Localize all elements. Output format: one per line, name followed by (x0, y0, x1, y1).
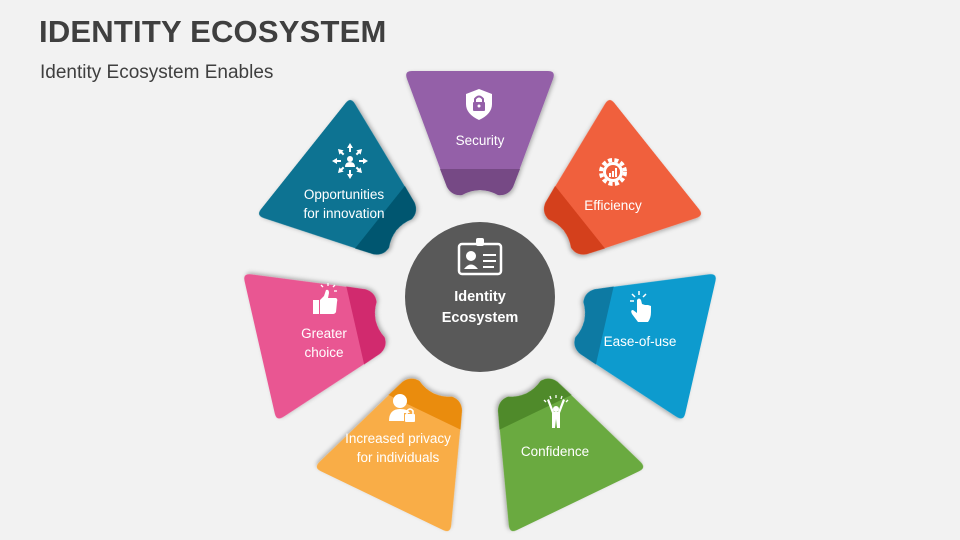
petal-choice (244, 274, 386, 419)
center-circle (405, 222, 555, 372)
petal-privacy (316, 378, 463, 532)
label-privacy-line1: Increased privacy (345, 431, 451, 446)
page-title: IDENTITY ECOSYSTEM (39, 14, 387, 49)
label-privacy: Increased privacy for individuals (323, 429, 473, 467)
thumbs-up-icon (313, 283, 338, 314)
cheering-person-icon (543, 395, 569, 428)
page-subtitle: Identity Ecosystem Enables (40, 62, 274, 83)
label-innovation: Opportunities for innovation (269, 185, 419, 223)
label-security-text: Security (455, 133, 505, 148)
label-innovation-line1: Opportunities (303, 187, 385, 202)
petal-efficiency (544, 100, 701, 255)
id-badge-icon (457, 238, 503, 276)
petal-innovation (259, 100, 416, 255)
center-label: Identity Ecosystem (410, 287, 550, 329)
innovation-arrows-icon (332, 143, 368, 179)
shield-lock-icon (466, 89, 492, 120)
label-privacy-line2: for individuals (356, 450, 440, 465)
label-innovation-line2: for innovation (303, 206, 385, 221)
label-choice-line1: Greater (301, 326, 347, 341)
label-choice: Greater choice (249, 324, 399, 362)
label-efficiency: Efficiency (538, 196, 688, 215)
user-lock-icon (389, 394, 415, 422)
label-ease-of-use-text: Ease-of-use (603, 334, 677, 349)
petal-confidence (497, 378, 644, 532)
petal-security (406, 71, 554, 196)
tap-hand-icon (630, 291, 651, 322)
label-confidence-text: Confidence (520, 444, 590, 459)
center-label-line2: Ecosystem (441, 310, 519, 326)
gear-chart-icon (599, 158, 627, 186)
label-efficiency-text: Efficiency (584, 198, 642, 213)
label-security: Security (405, 131, 555, 150)
petal-ease-of-use (574, 274, 716, 419)
center-label-line1: Identity (454, 289, 506, 305)
label-choice-line2: choice (304, 345, 344, 360)
label-confidence: Confidence (480, 442, 630, 461)
label-ease-of-use: Ease-of-use (565, 332, 715, 351)
